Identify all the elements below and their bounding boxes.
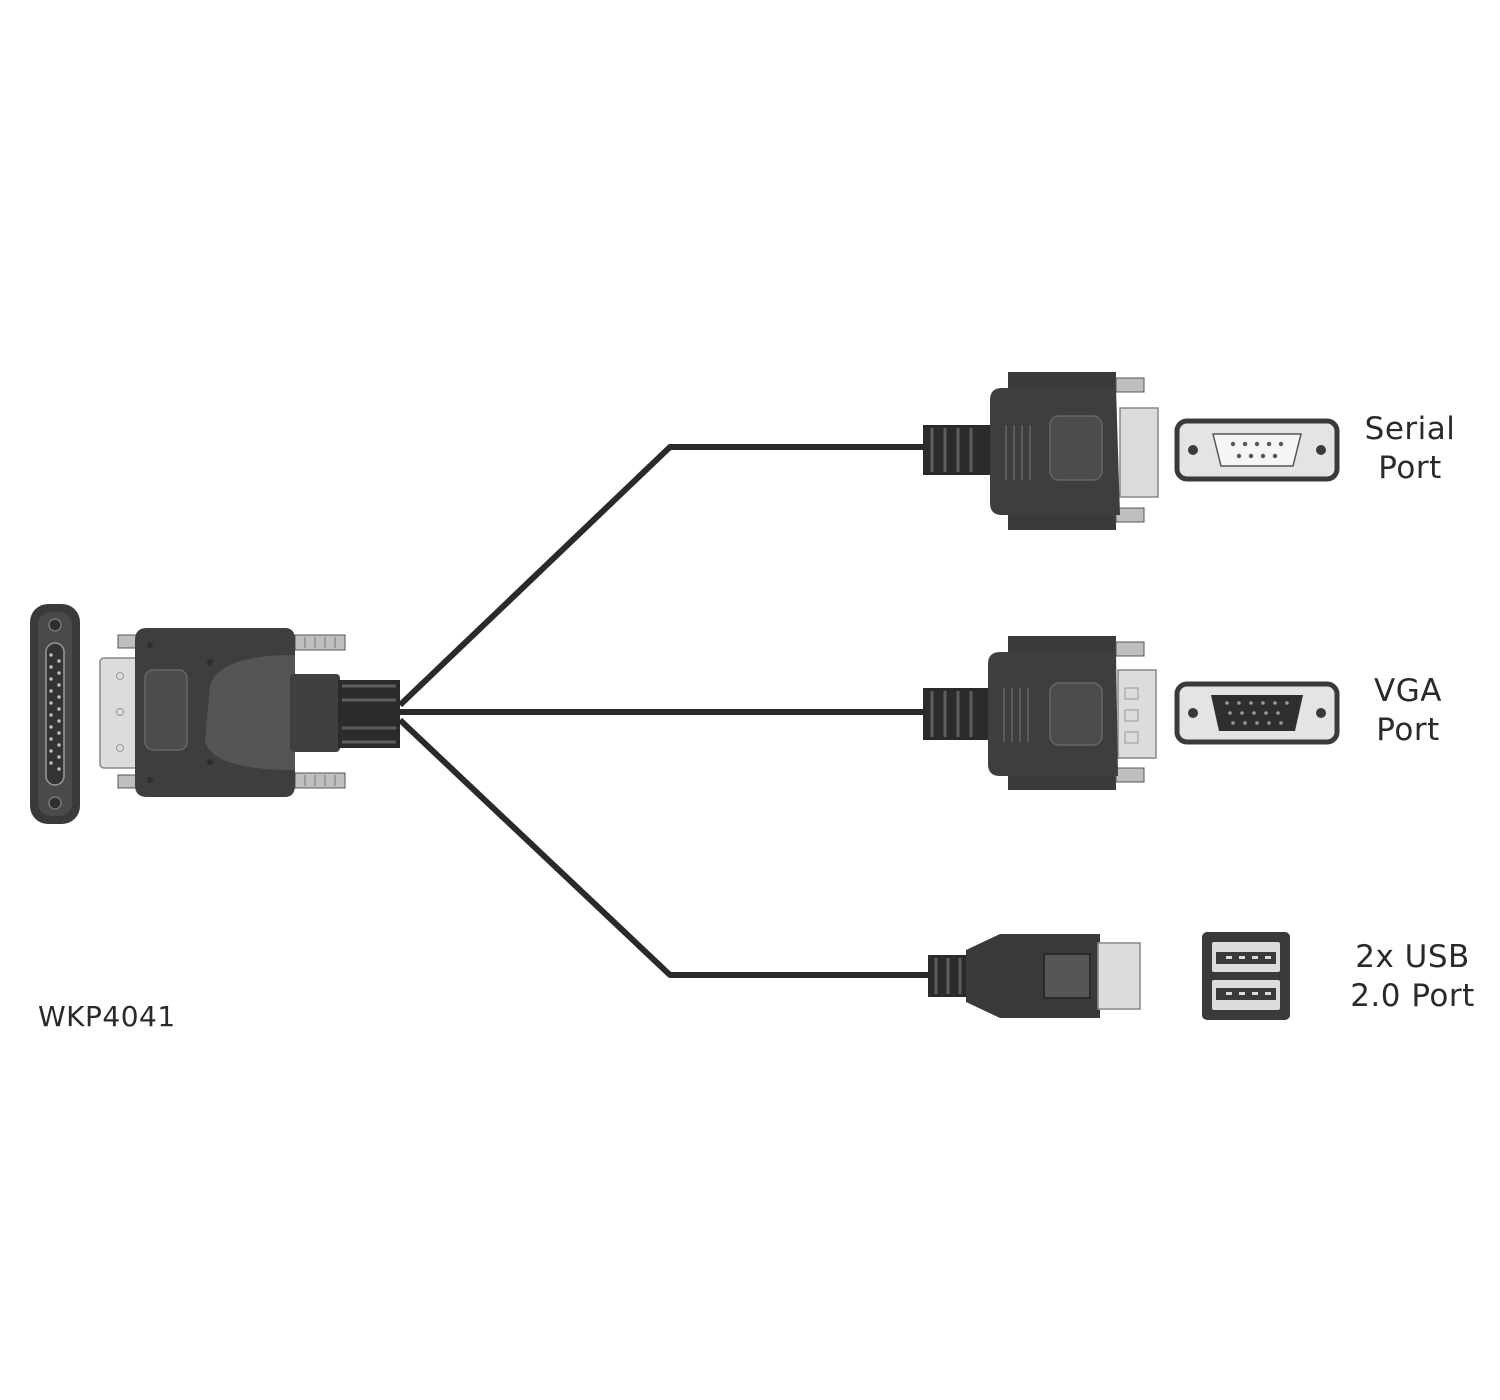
db9-serial-port-icon: [1174, 418, 1340, 482]
main-connector: [99, 628, 400, 797]
serial-port-label: Serial Port: [1350, 410, 1470, 488]
vga-port-label-line2: Port: [1376, 712, 1440, 748]
vga-port-icon: [1174, 681, 1340, 745]
usb-port-label-line1: 2x USB: [1355, 939, 1470, 975]
usb-port-label: 2x USB 2.0 Port: [1340, 938, 1485, 1016]
serial-port-label-line2: Port: [1378, 450, 1442, 486]
cable-branches: [397, 444, 930, 978]
dual-usb-port-icon: [1202, 932, 1290, 1020]
vga-connector: [923, 636, 1157, 790]
serial-port-label-line1: Serial: [1364, 411, 1456, 447]
serial-connector: [923, 372, 1159, 530]
usb-connector: [928, 934, 1141, 1018]
usb-port-label-line2: 2.0 Port: [1350, 978, 1475, 1014]
cable-to-usb: [397, 717, 930, 978]
vga-port-label-line1: VGA: [1374, 673, 1442, 709]
model-number: WKP4041: [38, 1000, 176, 1033]
host-port-icon: [30, 604, 80, 824]
vga-port-label: VGA Port: [1348, 672, 1468, 750]
cable-to-serial: [397, 444, 925, 708]
